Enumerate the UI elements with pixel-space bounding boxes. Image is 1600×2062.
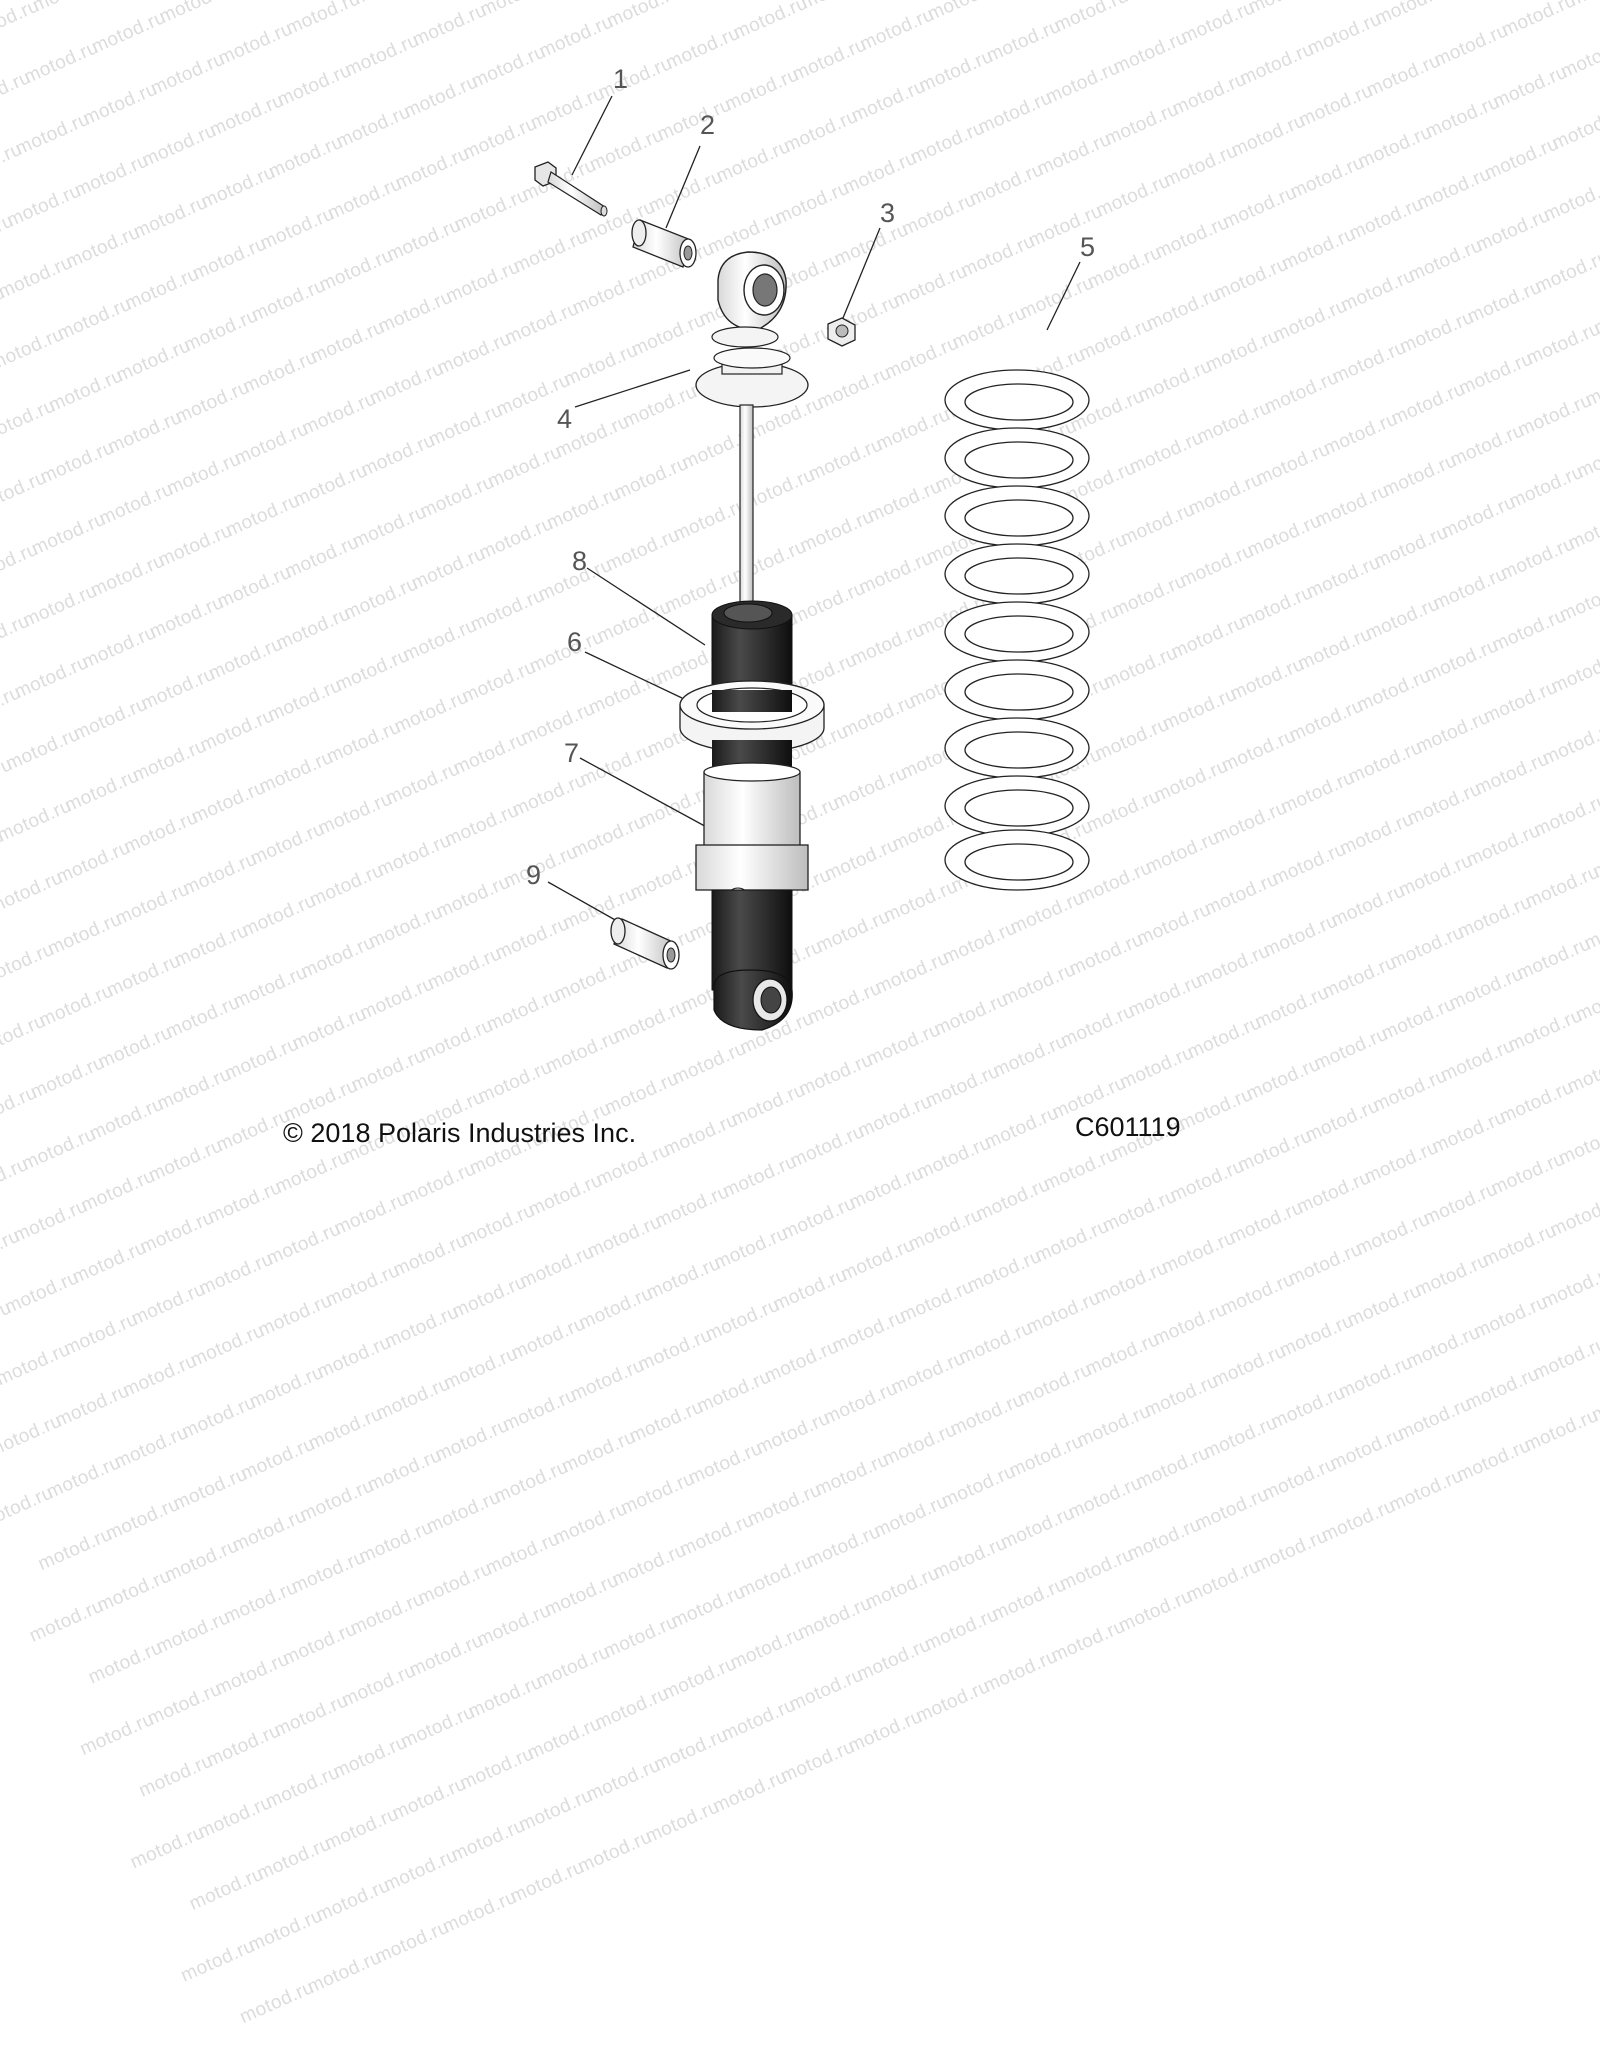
- callout-1: 1: [613, 64, 629, 94]
- callout-3: 3: [880, 198, 896, 228]
- part-lower-spring-seat: [695, 740, 809, 899]
- callout-9: 9: [526, 860, 542, 890]
- part-bushing-upper: [631, 219, 697, 268]
- part-coil-spring: [944, 369, 1090, 891]
- callout-4: 4: [557, 404, 573, 434]
- exploded-diagram: [534, 95, 1090, 1031]
- part-lower-body: [711, 889, 793, 1031]
- callout-8: 8: [572, 546, 588, 576]
- part-upper-eye: [711, 251, 787, 348]
- part-adjuster-ring: [679, 680, 825, 753]
- callout-2: 2: [700, 110, 716, 140]
- drawing-code: C601119: [1075, 1112, 1181, 1142]
- callout-5: 5: [1080, 232, 1096, 262]
- leader-lines: [547, 95, 1081, 922]
- part-shaft: [739, 404, 754, 611]
- callout-6: 6: [567, 627, 583, 657]
- callout-7: 7: [564, 738, 580, 768]
- part-bolt: [534, 161, 608, 217]
- part-nut: [827, 317, 856, 347]
- part-bushing-lower: [610, 917, 680, 970]
- copyright-text: © 2018 Polaris Industries Inc.: [283, 1118, 637, 1148]
- part-spring-retainer: [695, 347, 809, 408]
